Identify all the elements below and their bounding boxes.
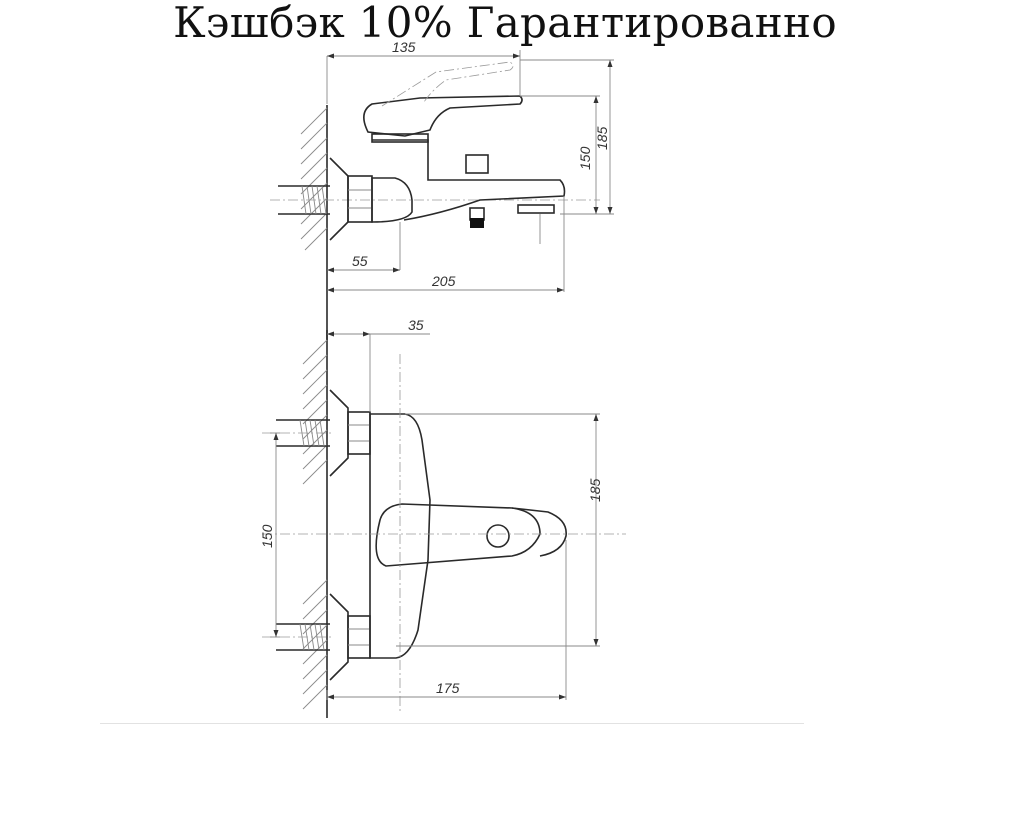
- side-pipe-connection: [270, 185, 600, 215]
- bottom-divider: [100, 723, 804, 724]
- front-handle: [375, 503, 541, 567]
- side-nut: [347, 175, 373, 223]
- front-mixer-body: [369, 413, 431, 659]
- front-extension-lines: [270, 334, 600, 700]
- dim-side-135: 135: [392, 39, 416, 55]
- side-handle: [363, 95, 523, 137]
- side-mixer-body: [371, 177, 413, 223]
- side-diverter-knob: [465, 154, 489, 174]
- dim-front-35: 35: [408, 317, 424, 333]
- cashback-banner-title: Кэшбэк 10% Гарантированно: [173, 0, 837, 47]
- front-handle-hub: [486, 524, 510, 548]
- dim-front-150: 150: [259, 524, 275, 548]
- side-extension-lines: [326, 50, 614, 292]
- dim-side-205: 205: [431, 273, 456, 289]
- front-wall: [302, 330, 328, 718]
- dim-side-55: 55: [352, 253, 368, 269]
- dim-side-150: 150: [577, 146, 593, 170]
- side-handle-raised-phantom: [381, 61, 514, 107]
- side-wall: [300, 105, 328, 340]
- dim-front-185: 185: [587, 478, 603, 502]
- dim-front-175: 175: [436, 680, 460, 696]
- side-aerator: [517, 204, 555, 214]
- side-escutcheon: [329, 157, 349, 241]
- front-view: 35 185 150 175: [259, 317, 626, 718]
- side-view: 135 185 150 55 205: [270, 39, 614, 340]
- side-spout: [372, 139, 566, 221]
